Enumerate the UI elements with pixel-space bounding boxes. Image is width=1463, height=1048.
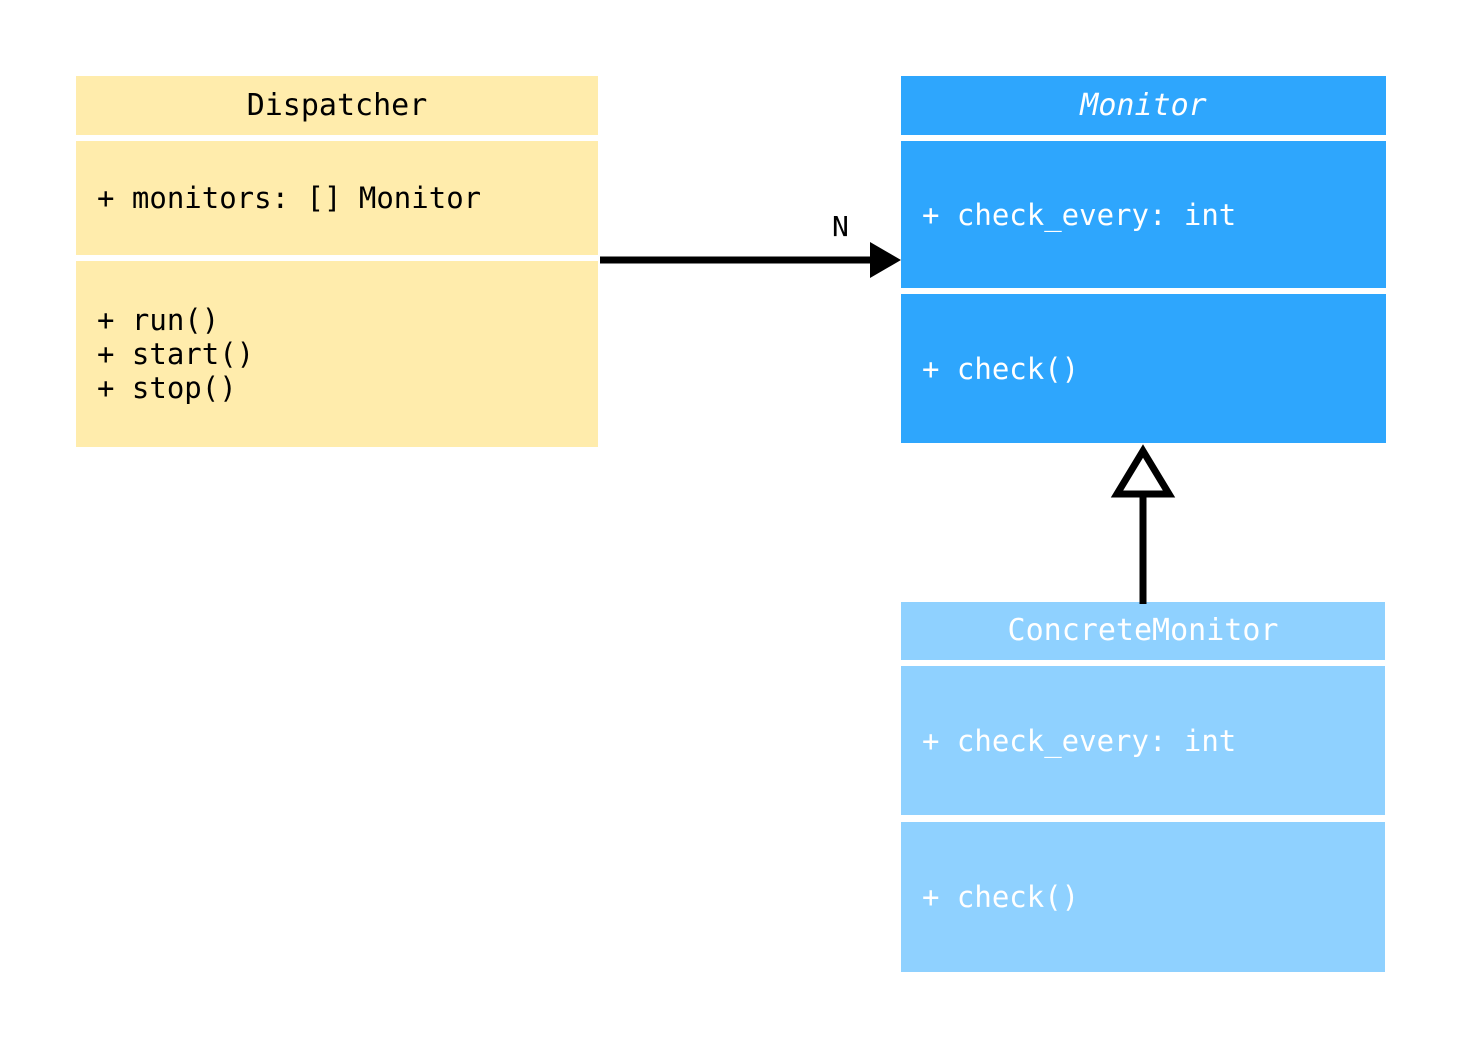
generalization-hollow-triangle-icon [1110,444,1176,498]
methods-compartment-concrete-monitor: + check() [901,822,1385,972]
class-box-monitor[interactable]: Monitor + check_every: int + check() [901,76,1386,443]
attributes-compartment-dispatcher: + monitors: [] Monitor [76,141,598,255]
method-row: + check() [922,880,1080,914]
association-multiplicity-label: N [832,210,849,243]
methods-compartment-monitor: + check() [901,294,1386,443]
class-box-concrete-monitor[interactable]: ConcreteMonitor + check_every: int + che… [901,602,1385,972]
class-name-monitor: Monitor [901,76,1386,135]
attribute-row: + check_every: int [922,197,1237,232]
class-box-dispatcher[interactable]: Dispatcher + monitors: [] Monitor + run(… [76,76,598,447]
attribute-row: + monitors: [] Monitor [97,181,482,215]
method-row: + check() [922,351,1080,386]
method-row: + stop() [97,371,237,405]
methods-compartment-dispatcher: + run() + start() + stop() [76,261,598,447]
class-name-concrete-monitor: ConcreteMonitor [901,602,1385,660]
association-dispatcher-to-monitor[interactable] [595,235,905,290]
association-arrowhead-icon [870,242,901,278]
attribute-row: + check_every: int [922,723,1237,758]
method-row: + run() [97,303,220,337]
generalization-concrete-monitor-to-monitor[interactable] [1098,444,1188,606]
attributes-compartment-monitor: + check_every: int [901,141,1386,288]
attributes-compartment-concrete-monitor: + check_every: int [901,666,1385,815]
method-row: + start() [97,337,255,371]
class-name-dispatcher: Dispatcher [76,76,598,135]
